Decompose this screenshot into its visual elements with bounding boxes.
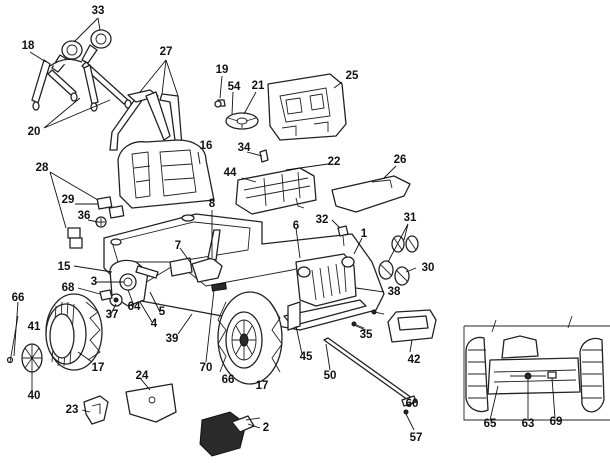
dashboard-part: [235, 149, 317, 215]
callout-41: 41: [27, 321, 41, 333]
vehicle-body-part: [103, 213, 385, 331]
callout-15: 15: [57, 261, 71, 273]
callout-35: 35: [359, 329, 373, 341]
rear-wheel-left-part: [45, 293, 103, 371]
callout-17-left: 17: [91, 362, 105, 374]
callout-25: 25: [345, 70, 359, 82]
callout-37: 37: [105, 309, 119, 321]
callout-33: 33: [91, 5, 105, 17]
callout-19: 19: [215, 64, 229, 76]
lamps-part: [337, 225, 419, 286]
callout-27: 27: [159, 46, 173, 58]
callout-21: 21: [251, 80, 265, 92]
callout-42: 42: [407, 354, 421, 366]
callout-57: 57: [409, 432, 423, 444]
callout-17-front: 17: [255, 380, 269, 392]
callout-70: 70: [199, 362, 213, 374]
callout-68: 68: [61, 282, 75, 294]
callout-34: 34: [237, 142, 251, 154]
callout-45: 45: [299, 351, 313, 363]
callout-36: 36: [77, 210, 91, 222]
leader-lines: [13, 17, 556, 431]
callout-66-front: 66: [221, 374, 235, 386]
tie-rod-part: [323, 337, 417, 415]
callout-31: 31: [403, 212, 417, 224]
callout-38: 38: [387, 286, 401, 298]
callout-50: 50: [323, 370, 337, 382]
dashboard-panel-part: [267, 73, 347, 141]
bumper-handle-part: [387, 309, 437, 343]
callout-40: 40: [27, 390, 41, 402]
callout-8: 8: [208, 198, 216, 210]
callout-65: 65: [483, 418, 497, 430]
callout-22: 22: [327, 156, 341, 168]
callout-2: 2: [262, 422, 270, 434]
callout-16: 16: [199, 140, 213, 152]
callout-28: 28: [35, 162, 49, 174]
battery-part: [199, 411, 261, 457]
callout-64: 64: [127, 301, 141, 313]
callout-30: 30: [421, 262, 435, 274]
callout-44: 44: [223, 167, 237, 179]
seat-part: [117, 139, 215, 209]
callout-32: 32: [315, 214, 329, 226]
clips-part: [67, 196, 125, 249]
callout-20: 20: [27, 126, 41, 138]
callout-69: 69: [549, 416, 563, 428]
callout-4: 4: [150, 318, 158, 330]
callout-63: 63: [521, 418, 535, 430]
callout-60: 60: [405, 398, 419, 410]
callout-26: 26: [393, 154, 407, 166]
callout-6: 6: [292, 220, 300, 232]
screws-part: [351, 309, 385, 329]
callout-66-left: 66: [11, 292, 25, 304]
callout-3: 3: [90, 276, 98, 288]
front-wheel-part: [217, 291, 283, 385]
callout-24: 24: [135, 370, 149, 382]
callout-1: 1: [360, 228, 368, 240]
callout-54: 54: [227, 81, 241, 93]
callout-29: 29: [61, 194, 75, 206]
callout-7: 7: [174, 240, 182, 252]
battery-cover-part: [83, 383, 177, 425]
mirror-assembly-part: [31, 29, 132, 112]
callout-39: 39: [165, 333, 179, 345]
steering-wheel-part: [214, 99, 259, 130]
callout-5: 5: [158, 306, 166, 318]
inset-detail: [463, 315, 610, 421]
hood-part: [331, 175, 411, 213]
callout-23: 23: [65, 404, 79, 416]
callout-18: 18: [21, 40, 35, 52]
